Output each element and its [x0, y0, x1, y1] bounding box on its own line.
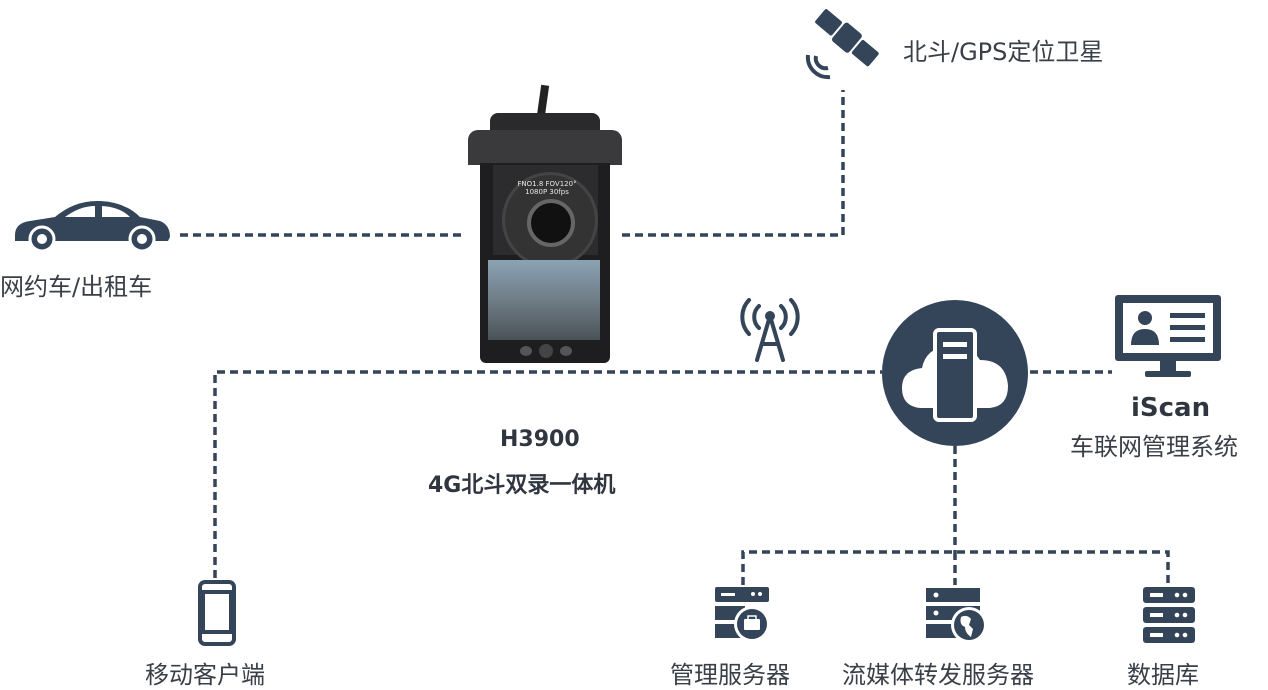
mgmt-server-label: 管理服务器	[670, 661, 790, 689]
iscan-title: iScan	[1131, 393, 1211, 423]
iscan-label: 车联网管理系统	[1070, 433, 1238, 461]
phone-icon	[198, 580, 236, 646]
cloud-servers-line	[741, 446, 1170, 585]
mobile-label: 移动客户端	[145, 661, 265, 689]
streaming-server-icon	[926, 588, 987, 642]
database-icon	[1143, 587, 1195, 643]
satellite-icon	[805, 9, 879, 80]
database-label: 数据库	[1127, 661, 1199, 689]
stream-server-label: 流媒体转发服务器	[842, 661, 1034, 689]
dashcam-device-image: FNO1.8 FOV120° 1080P 30fps	[465, 84, 625, 363]
monitor-icon	[1115, 295, 1221, 377]
device-model: H3900	[500, 427, 580, 452]
management-server-icon	[715, 587, 770, 642]
device-cloud-line	[213, 370, 882, 578]
device-satellite-line	[622, 90, 845, 237]
car-icon	[15, 200, 170, 253]
satellite-label: 北斗/GPS定位卫星	[903, 38, 1104, 66]
signal-tower-icon	[740, 298, 800, 362]
car-label: 网约车/出租车	[0, 273, 153, 301]
device-description: 4G北斗双录一体机	[428, 473, 616, 498]
lens-spec-text: FNO1.8 FOV120° 1080P 30fps	[517, 180, 577, 196]
cloud-server-icon	[882, 300, 1028, 446]
